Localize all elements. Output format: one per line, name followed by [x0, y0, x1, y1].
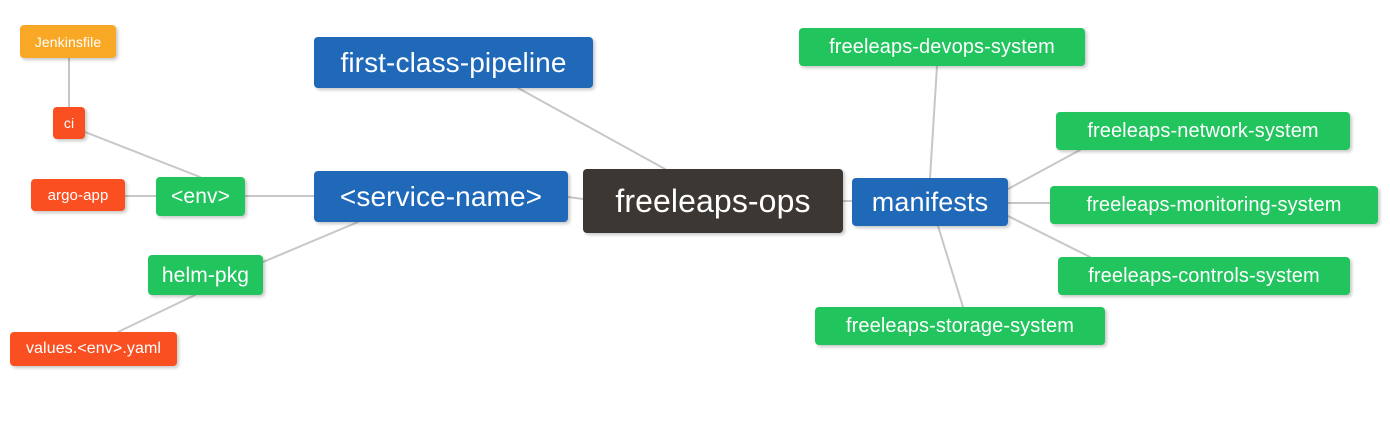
edge-e-values-helm: [117, 294, 196, 333]
node-env[interactable]: <env>: [156, 177, 245, 216]
edge-e-manifests-network: [1007, 149, 1081, 190]
node-helm-pkg[interactable]: helm-pkg: [148, 255, 263, 295]
node-ci[interactable]: ci: [53, 107, 85, 139]
node-service-name[interactable]: <service-name>: [314, 171, 568, 222]
edge-e-manifests-storage: [937, 225, 964, 308]
node-values-yaml[interactable]: values.<env>.yaml: [10, 332, 177, 366]
edge-e-manifests-devops: [929, 65, 938, 179]
node-freeleaps-ops[interactable]: freeleaps-ops: [583, 169, 843, 233]
node-freeleaps-storage-system[interactable]: freeleaps-storage-system: [815, 307, 1105, 345]
node-first-class-pipeline[interactable]: first-class-pipeline: [314, 37, 593, 88]
node-jenkinsfile[interactable]: Jenkinsfile: [20, 25, 116, 58]
edge-e-ci-env: [84, 131, 201, 178]
edge-e-helm-service: [262, 221, 359, 263]
node-manifests[interactable]: manifests: [852, 178, 1008, 226]
node-freeleaps-network-system[interactable]: freeleaps-network-system: [1056, 112, 1350, 150]
edge-e-pipeline-root: [517, 87, 666, 170]
node-freeleaps-devops-system[interactable]: freeleaps-devops-system: [799, 28, 1085, 66]
edge-e-service-root: [567, 196, 584, 200]
node-argo-app[interactable]: argo-app: [31, 179, 125, 211]
node-freeleaps-controls-system[interactable]: freeleaps-controls-system: [1058, 257, 1350, 295]
node-freeleaps-monitoring-system[interactable]: freeleaps-monitoring-system: [1050, 186, 1378, 224]
